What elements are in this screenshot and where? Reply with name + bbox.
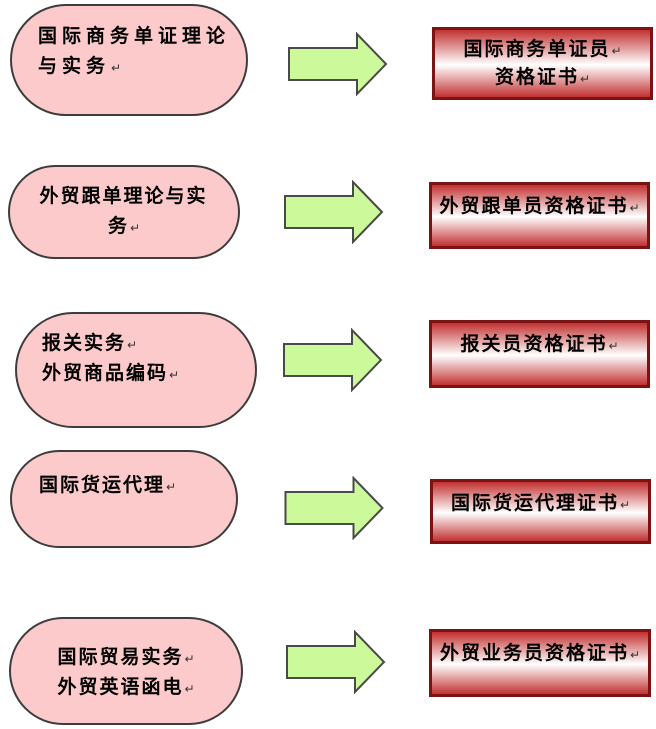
certificate-text: 国际货运代理证书 <box>450 492 619 514</box>
course-text-line: 外贸英语函电↵ <box>11 673 241 703</box>
course-text-line: 报关实务↵ <box>42 329 255 359</box>
certificate-text: 资格证书 <box>494 65 579 88</box>
certificate-box-5: 外贸业务员资格证书↵ <box>429 629 651 697</box>
return-mark-icon: ↵ <box>608 339 619 353</box>
return-mark-icon: ↵ <box>127 338 138 352</box>
right-arrow-icon <box>286 630 386 694</box>
course-text-line: 与实务↵ <box>38 52 246 82</box>
return-mark-icon: ↵ <box>166 480 177 494</box>
return-mark-icon: ↵ <box>169 368 180 382</box>
certificate-text-line: 报关员资格证书↵ <box>460 331 618 359</box>
course-text-line: 国际贸易实务↵ <box>11 643 241 673</box>
return-mark-icon: ↵ <box>611 43 622 58</box>
right-arrow-icon <box>283 328 383 392</box>
certificate-text-line: 国际货运代理证书↵ <box>451 490 630 518</box>
course-text-line: 务↵ <box>10 212 238 242</box>
course-text-line: 国际商务单证理论 <box>38 22 246 52</box>
return-mark-icon: ↵ <box>111 61 122 75</box>
certificate-text-line: 外贸业务员资格证书↵ <box>440 640 640 668</box>
course-text-line: 外贸跟单理论与实 <box>10 182 238 212</box>
course-shape-3: 报关实务↵ 外贸商品编码↵ <box>15 312 257 428</box>
right-arrow-icon <box>284 180 384 244</box>
course-shape-1: 国际商务单证理论 与实务↵ <box>10 4 248 116</box>
certificate-text-line: 外贸跟单员资格证书↵ <box>439 193 639 221</box>
certificate-text: 国际商务单证员 <box>463 37 611 60</box>
course-text: 国际货运代理 <box>39 474 166 496</box>
certificate-box-4: 国际货运代理证书↵ <box>430 479 651 544</box>
course-text-line: 外贸商品编码↵ <box>42 359 255 389</box>
right-arrow-icon <box>288 32 388 96</box>
certificate-box-2: 外贸跟单员资格证书↵ <box>429 182 650 249</box>
certificate-box-1: 国际商务单证员↵ 资格证书↵ <box>432 27 653 100</box>
return-mark-icon: ↵ <box>629 201 640 215</box>
certificate-text: 外贸跟单员资格证书 <box>439 195 629 217</box>
course-shape-2: 外贸跟单理论与实 务↵ <box>8 165 240 259</box>
course-shape-4: 国际货运代理↵ <box>10 450 238 548</box>
return-mark-icon: ↵ <box>619 498 631 512</box>
certificate-box-3: 报关员资格证书↵ <box>429 320 650 388</box>
return-mark-icon: ↵ <box>184 682 195 696</box>
return-mark-icon: ↵ <box>184 652 195 666</box>
course-shape-5: 国际贸易实务↵ 外贸英语函电↵ <box>9 617 243 725</box>
course-text: 外贸跟单理论与实 <box>39 185 208 207</box>
course-text: 与实务 <box>38 55 111 77</box>
certificate-text: 报关员资格证书 <box>460 333 608 355</box>
course-text-line: 国际货运代理↵ <box>39 471 236 501</box>
course-text: 外贸英语函电 <box>57 676 184 698</box>
course-text: 国际贸易实务 <box>57 646 184 668</box>
certificate-text-line: 资格证书↵ <box>495 64 590 92</box>
return-mark-icon: ↵ <box>579 71 591 86</box>
right-arrow-icon <box>284 476 384 540</box>
course-text: 务 <box>107 215 129 237</box>
certificate-text-line: 国际商务单证员↵ <box>463 36 621 64</box>
certificate-text: 外贸业务员资格证书 <box>439 642 629 664</box>
course-text: 国际商务单证理论 <box>38 25 231 47</box>
course-text: 报关实务 <box>42 332 127 354</box>
course-text: 外贸商品编码 <box>42 362 169 384</box>
return-mark-icon: ↵ <box>129 221 141 235</box>
return-mark-icon: ↵ <box>629 648 641 662</box>
